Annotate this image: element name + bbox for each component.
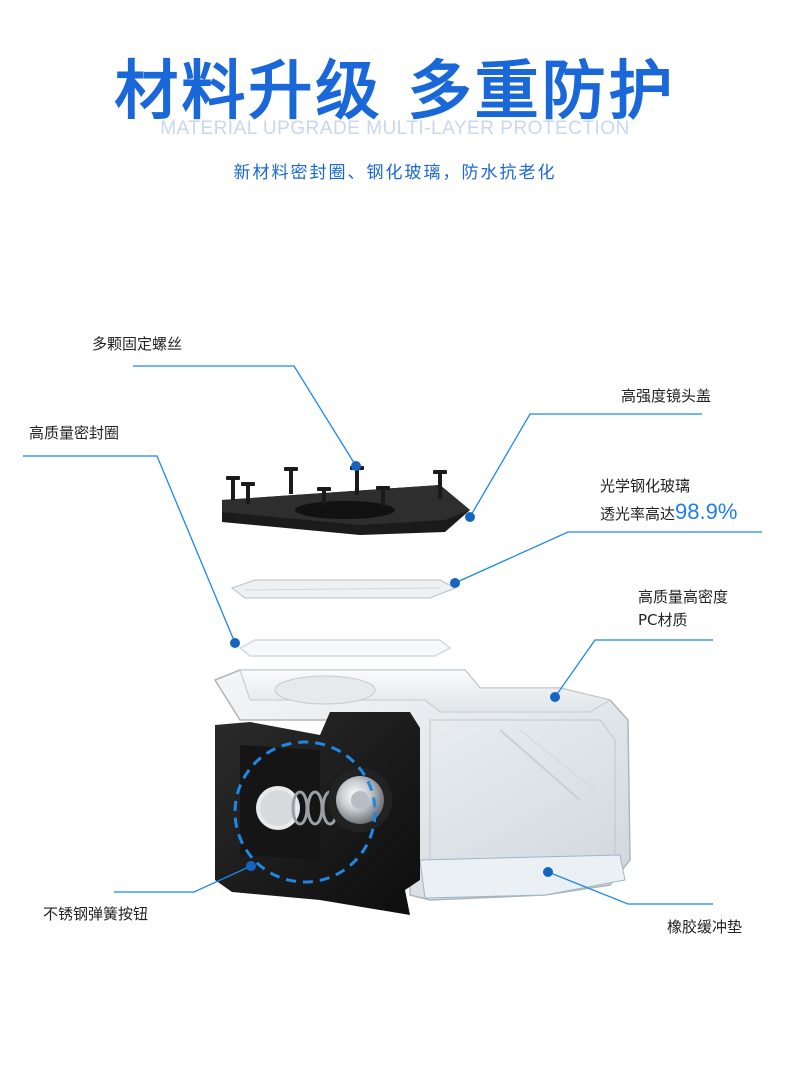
- label-pc-line2: PC材质: [638, 611, 688, 629]
- page-title: 材料升级 多重防护: [114, 55, 676, 129]
- tempered-glass-part: [230, 579, 457, 599]
- seal-ring-part: [238, 639, 452, 657]
- dot-pc: [550, 692, 560, 702]
- leader-button: [114, 865, 252, 893]
- label-screws: 多颗固定螺丝: [92, 335, 183, 353]
- leader-screws: [133, 365, 357, 467]
- leader-lens-cover: [469, 413, 702, 518]
- dot-seal-ring: [230, 638, 240, 648]
- label-button: 不锈钢弹簧按钮: [43, 905, 149, 923]
- label-pc-line1: 高质量高密度: [638, 588, 729, 606]
- dot-screws: [351, 461, 361, 471]
- clear-housing-part: [213, 669, 631, 901]
- leader-seal-ring: [23, 455, 236, 644]
- leader-lines: [23, 365, 762, 905]
- label-glass-line2: 透光率高达98.9%: [600, 500, 737, 526]
- label-glass-line1: 光学钢化玻璃: [600, 477, 691, 495]
- screws-part: [226, 466, 447, 506]
- dot-cushion: [543, 867, 553, 877]
- black-button-plate-part: [215, 712, 420, 915]
- leader-pc: [554, 639, 713, 698]
- label-glass-percent: 98.9%: [675, 499, 738, 524]
- label-glass-text: 透光率高达: [600, 505, 676, 523]
- page-tagline: 新材料密封圈、钢化玻璃，防水抗老化: [233, 163, 557, 183]
- dot-button: [246, 861, 256, 871]
- dot-lens-cover: [465, 512, 475, 522]
- label-cushion: 橡胶缓冲垫: [667, 918, 743, 936]
- leader-dots: [230, 461, 560, 877]
- lens-cover-part: [222, 485, 470, 535]
- label-lens-cover: 高强度镜头盖: [621, 387, 712, 405]
- leader-cushion: [547, 871, 713, 905]
- page-subtitle-english: MATERIAL UPGRADE MULTI-LAYER PROTECTION: [160, 118, 630, 139]
- dot-glass: [450, 578, 460, 588]
- leader-glass: [454, 531, 762, 584]
- label-seal-ring: 高质量密封圈: [29, 424, 120, 442]
